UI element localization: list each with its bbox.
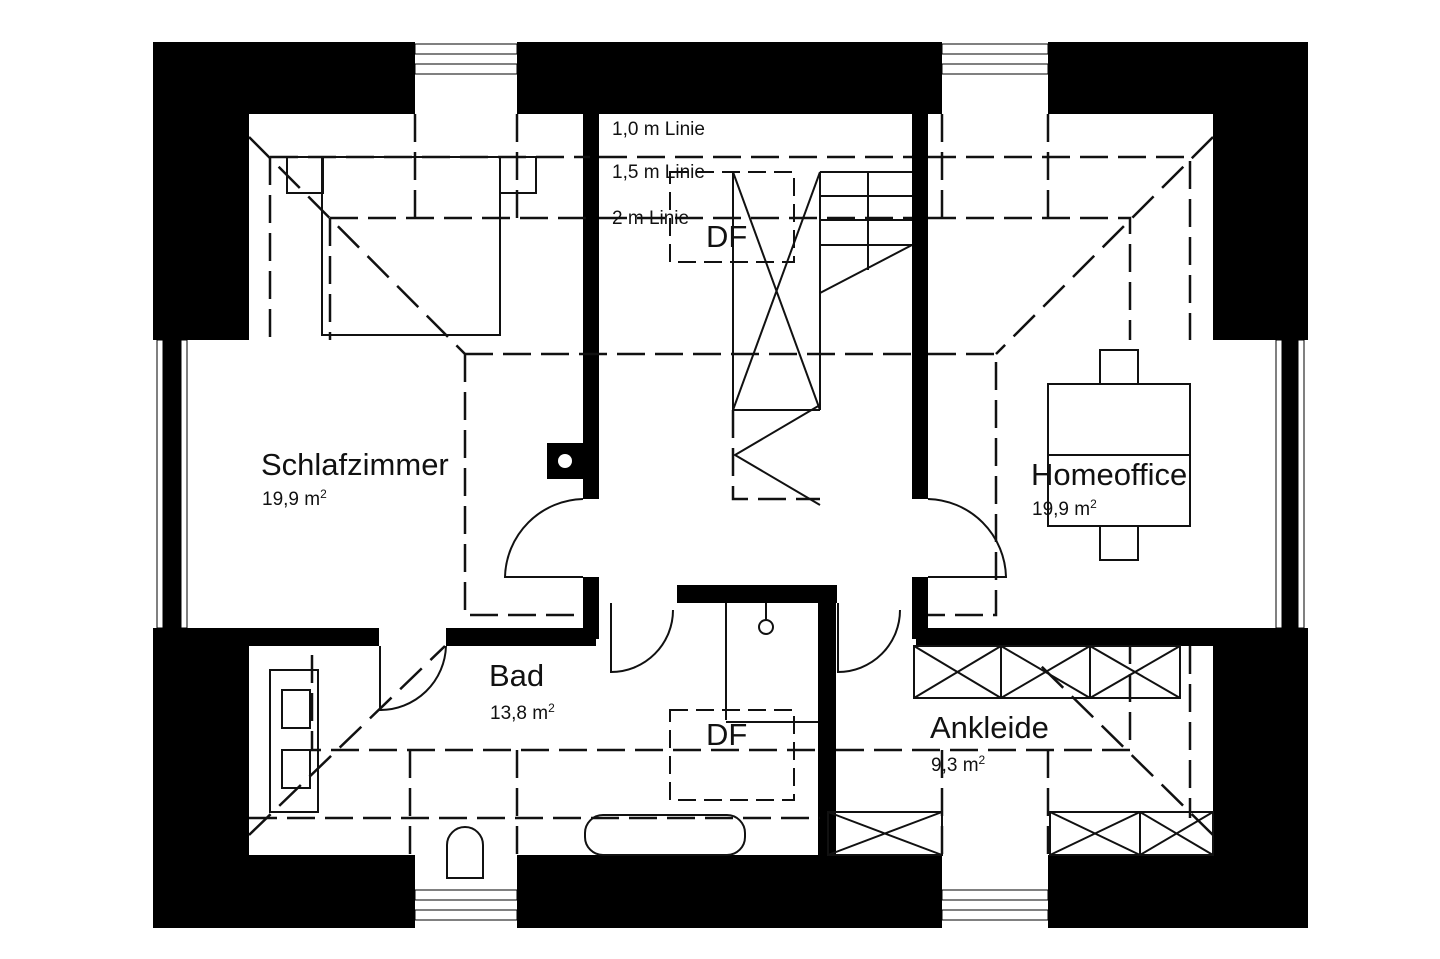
doors <box>379 498 1008 712</box>
dormer-walls-top <box>417 76 1046 116</box>
furniture <box>269 156 1191 879</box>
room-area-bad: 13,8 m2 <box>490 701 555 724</box>
wardrobes <box>827 645 1214 856</box>
staircase <box>732 171 913 506</box>
room-name-bad: Bad <box>489 658 545 693</box>
gable-window-right <box>1275 339 1305 629</box>
drain <box>758 619 774 635</box>
skylight-label-upper: DF <box>706 219 748 254</box>
skylight-lower-frame <box>669 709 795 801</box>
chimney-flue <box>558 454 572 468</box>
door-homeoffice <box>927 498 1008 578</box>
skylight-label-lower: DF <box>706 717 748 752</box>
bed <box>321 156 501 336</box>
room-area-ankleide: 9,3 m2 <box>931 753 986 776</box>
dormer-windows-top <box>414 43 1049 75</box>
skylight-upper-frame <box>669 171 795 263</box>
interior-walls <box>249 114 1213 855</box>
bathtub <box>584 814 746 856</box>
height-line-label-1-5m: 1,5 m Linie <box>612 162 705 183</box>
room-name-homeoffice: Homeoffice <box>1031 457 1188 492</box>
nightstand-right <box>499 156 537 194</box>
dormer-windows-bottom <box>414 889 1049 921</box>
door-ankleide <box>837 603 901 674</box>
room-name-schlafzimmer: Schlafzimmer <box>261 447 449 482</box>
toilet <box>446 826 484 879</box>
vanity <box>269 669 319 813</box>
door-bad <box>610 603 674 674</box>
chair-top <box>1099 349 1139 385</box>
room-name-ankleide: Ankleide <box>930 710 1049 745</box>
door-bad-left <box>379 645 447 712</box>
room-area-homeoffice: 19,9 m2 <box>1032 497 1097 520</box>
nightstand-left <box>286 156 324 194</box>
room-area-schlafzimmer: 19,9 m2 <box>262 487 327 510</box>
sink-2 <box>281 749 311 789</box>
height-line-label-2m: 2 m Linie <box>612 208 690 229</box>
height-line-label-1m: 1,0 m Linie <box>612 119 705 140</box>
chair-bottom <box>1099 525 1139 561</box>
exterior-walls <box>153 42 1308 928</box>
gable-window-left <box>156 339 188 629</box>
hip-lines <box>248 136 1214 836</box>
sink-1 <box>281 689 311 729</box>
door-schlafzimmer <box>503 498 584 578</box>
